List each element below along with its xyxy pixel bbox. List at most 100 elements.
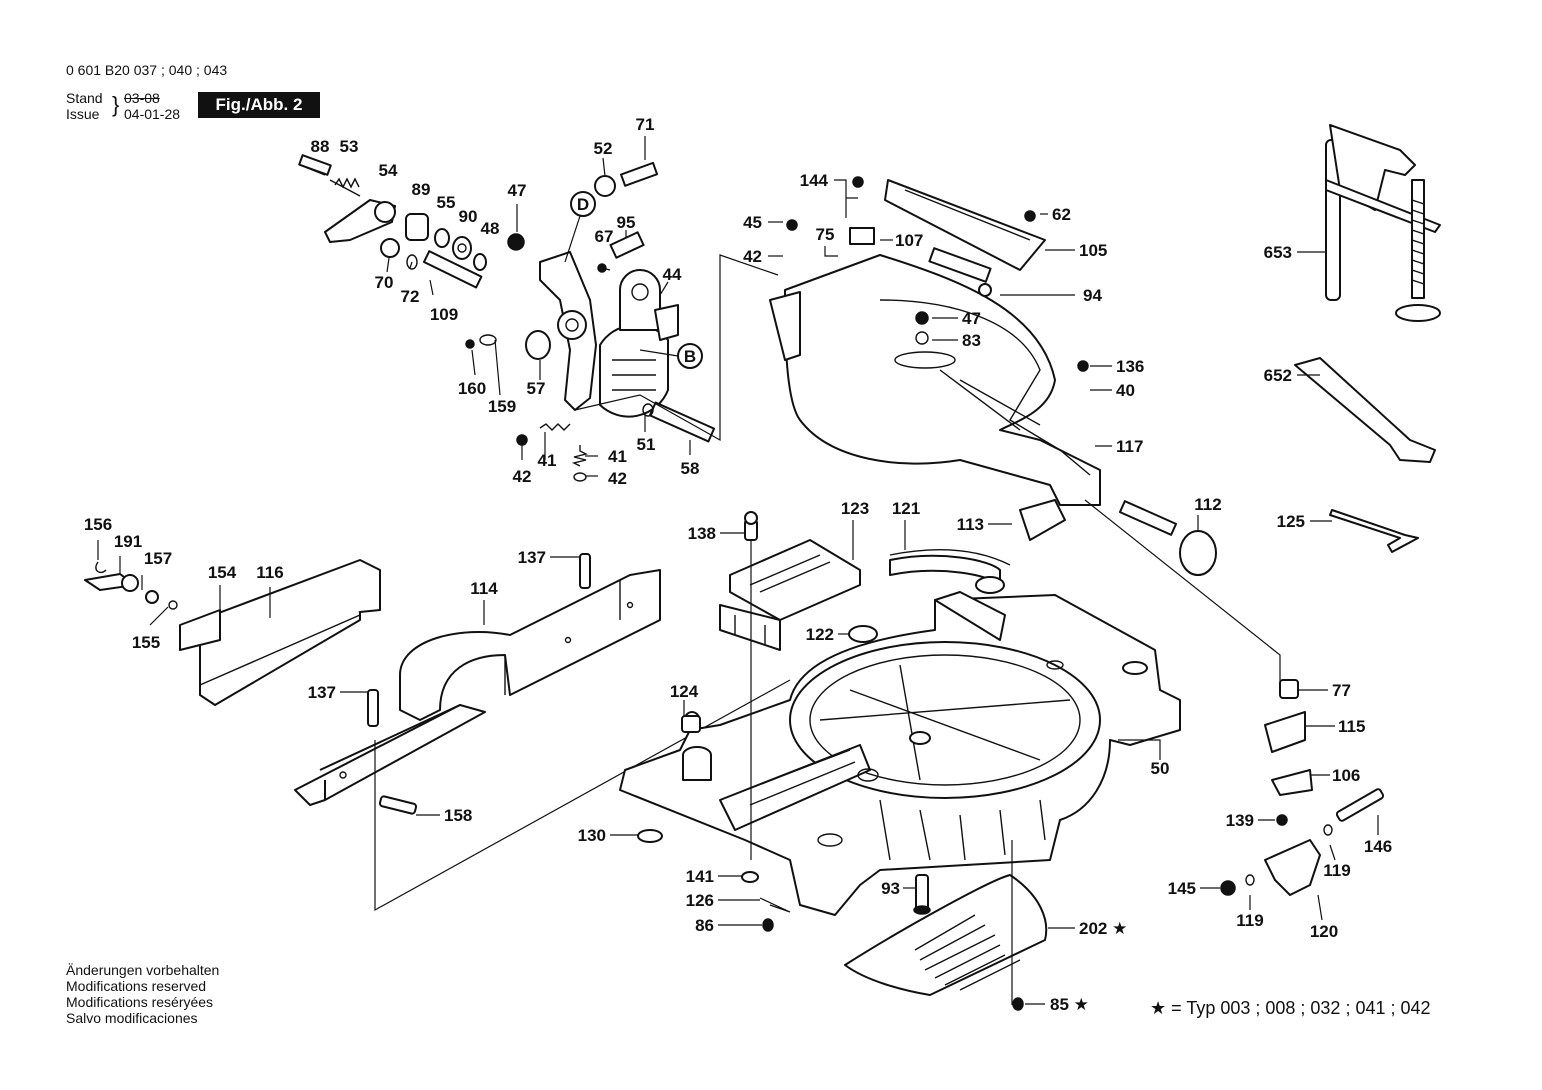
label-94: 94: [1083, 286, 1102, 305]
label-145: 145: [1168, 879, 1196, 898]
label-93: 93: [881, 879, 900, 898]
label-137a: 137: [518, 548, 546, 567]
label-106: 106: [1332, 766, 1360, 785]
label-124: 124: [670, 682, 699, 701]
part-labels: 88 53 54 89 55 90 48 47 52 71 67 95 44 7…: [84, 115, 1392, 1014]
label-89: 89: [412, 180, 431, 199]
label-121: 121: [892, 499, 920, 518]
label-138: 138: [688, 524, 716, 543]
label-40: 40: [1116, 381, 1135, 400]
handle-bracket-assembly: [298, 154, 779, 482]
label-159: 159: [488, 397, 516, 416]
label-45: 45: [743, 213, 762, 232]
label-53: 53: [340, 137, 359, 156]
label-41b: 41: [608, 447, 627, 466]
issue-value: 04-01-28: [124, 106, 181, 122]
figure-label: Fig./Abb. 2: [198, 92, 320, 118]
label-90: 90: [459, 207, 478, 226]
label-141: 141: [686, 867, 714, 886]
label-115: 115: [1338, 717, 1365, 736]
turntable-assembly: [769, 176, 1281, 690]
label-144: 144: [800, 171, 829, 190]
label-136: 136: [1116, 357, 1144, 376]
issue-label: Issue: [66, 106, 100, 122]
label-51: 51: [637, 435, 656, 454]
label-71: 71: [636, 115, 655, 134]
label-109: 109: [430, 305, 458, 324]
note-german: Änderungen vorbehalten: [66, 962, 220, 978]
callout-d-text: D: [577, 195, 589, 214]
label-75: 75: [816, 225, 835, 244]
label-105: 105: [1079, 241, 1107, 260]
label-114: 114: [470, 579, 498, 598]
label-117: 117: [1116, 437, 1143, 456]
label-154: 154: [208, 563, 237, 582]
label-107: 107: [895, 231, 923, 250]
label-42c: 42: [743, 247, 762, 266]
label-95: 95: [617, 213, 636, 232]
label-158: 158: [444, 806, 472, 825]
label-72: 72: [401, 287, 420, 306]
label-42b: 42: [608, 469, 627, 488]
note-french: Modifications reséryées: [66, 994, 214, 1010]
label-130: 130: [578, 826, 606, 845]
label-88: 88: [311, 137, 330, 156]
label-85: 85 ★: [1050, 995, 1089, 1014]
label-155: 155: [132, 633, 160, 652]
label-54: 54: [379, 161, 398, 180]
stand-label: Stand: [66, 90, 103, 106]
label-139: 139: [1226, 811, 1254, 830]
label-137b: 137: [308, 683, 336, 702]
label-202: 202 ★: [1079, 919, 1127, 938]
label-47b: 47: [962, 309, 981, 328]
fence-support: [681, 511, 878, 860]
label-653: 653: [1264, 243, 1292, 262]
label-160: 160: [458, 379, 486, 398]
callout-d: [570, 191, 596, 217]
label-120: 120: [1310, 922, 1338, 941]
label-86: 86: [695, 916, 714, 935]
label-58: 58: [681, 459, 700, 478]
label-113: 113: [957, 515, 984, 534]
leader-lines: [97, 136, 1379, 1005]
label-156: 156: [84, 515, 112, 534]
label-116: 116: [256, 563, 283, 582]
fence-left-assembly: [84, 559, 381, 706]
label-119a: 119: [1323, 861, 1350, 880]
stand-value: 03-08: [124, 90, 160, 106]
brace-icon: }: [112, 92, 120, 117]
label-67: 67: [595, 227, 614, 246]
label-652: 652: [1264, 366, 1292, 385]
accessory-parts: [1294, 124, 1441, 553]
label-62: 62: [1052, 205, 1071, 224]
bevel-lock-parts: [1220, 679, 1385, 896]
base-assembly: [619, 549, 1181, 916]
label-119b: 119: [1236, 911, 1263, 930]
type-footnote: ★ = Typ 003 ; 008 ; 032 ; 041 ; 042: [1150, 998, 1431, 1018]
label-44: 44: [663, 265, 682, 284]
label-83: 83: [962, 331, 981, 350]
part-number: 0 601 B20 037 ; 040 ; 043: [66, 62, 228, 78]
label-191: 191: [114, 532, 142, 551]
label-126: 126: [686, 891, 714, 910]
label-57: 57: [527, 379, 546, 398]
label-112: 112: [1194, 495, 1221, 514]
label-55: 55: [437, 193, 456, 212]
label-125: 125: [1277, 512, 1305, 531]
label-146: 146: [1364, 837, 1392, 856]
note-english: Modifications reserved: [66, 978, 207, 994]
label-52: 52: [594, 139, 613, 158]
bottom-cover: [741, 840, 1048, 1011]
modification-notes: Änderungen vorbehalten Modifications res…: [66, 962, 219, 1026]
label-48: 48: [481, 219, 500, 238]
label-122: 122: [806, 625, 834, 644]
fence-middle-assembly: [294, 553, 791, 912]
label-157: 157: [144, 549, 172, 568]
label-70: 70: [375, 273, 394, 292]
label-50: 50: [1151, 759, 1170, 778]
label-47a: 47: [508, 181, 527, 200]
note-spanish: Salvo modificaciones: [66, 1010, 198, 1026]
label-42a: 42: [513, 467, 532, 486]
